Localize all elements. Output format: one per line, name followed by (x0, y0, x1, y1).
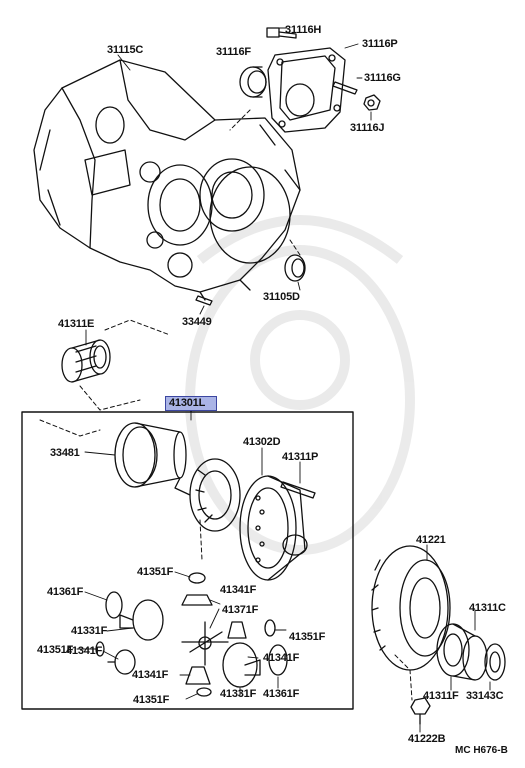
bearing-41311e (61, 339, 111, 383)
pinion-gear-41341f-d (185, 666, 211, 685)
part-label-31116f[interactable]: 31116F (216, 46, 251, 58)
side-gear-41331f-a (119, 599, 164, 641)
part-label-41301l[interactable]: 41301L (169, 397, 206, 409)
part-label-41361f-b[interactable]: 41361F (263, 688, 300, 700)
cover-plate-31116p (267, 47, 346, 133)
part-label-41311c[interactable]: 41311C (469, 602, 506, 614)
part-label-41351f-b[interactable]: 41351F (289, 631, 326, 643)
assembly-box-41301l (21, 411, 354, 710)
bearing-41302d (174, 458, 241, 532)
washer-41351f-b (264, 619, 276, 637)
part-label-41302d[interactable]: 41302D (243, 436, 281, 448)
bolt-41311p (280, 481, 316, 499)
pinion-shaft-41371f (181, 621, 229, 666)
oil-seal-31116f (239, 66, 267, 98)
bearing-41311c (436, 623, 488, 681)
bearing-race-33143c (484, 643, 506, 681)
part-label-41222b[interactable]: 41222B (408, 733, 446, 745)
washer-41351f-d (196, 687, 212, 697)
part-label-41311e[interactable]: 41311E (58, 318, 95, 330)
ring-gear-41221 (371, 545, 451, 671)
part-label-33481[interactable]: 33481 (50, 447, 80, 459)
illustration-code: MC H676-B (455, 745, 508, 756)
pinion-gear-41341f-b (227, 621, 247, 639)
bolt-31116h (266, 27, 297, 39)
pinion-gear-41341f-a (181, 594, 213, 606)
part-label-41351f-a[interactable]: 41351F (137, 566, 174, 578)
part-label-31105d[interactable]: 31105D (263, 291, 300, 303)
highlight-box-41301l (165, 396, 217, 411)
part-label-41351f-c[interactable]: 41351F (37, 644, 74, 656)
watermark-emblem (185, 215, 415, 555)
nut-31116j (363, 94, 381, 111)
part-label-31116j[interactable]: 31116J (350, 122, 385, 134)
part-label-41351f-d[interactable]: 41351F (133, 694, 170, 706)
part-label-41331f-a[interactable]: 41331F (71, 625, 108, 637)
part-label-31116p[interactable]: 31116P (362, 38, 398, 50)
part-label-41341f-d[interactable]: 41341F (132, 669, 169, 681)
thrust-washer-41361f-b (268, 644, 288, 676)
side-gear-41331f-b (222, 642, 261, 688)
part-label-41311p[interactable]: 41311P (282, 451, 319, 463)
part-label-31116g[interactable]: 31116G (364, 72, 401, 84)
part-label-41221[interactable]: 41221 (416, 534, 446, 546)
part-label-31115c[interactable]: 31115C (107, 44, 144, 56)
bolt-41222b (410, 697, 431, 725)
part-label-41341f-b[interactable]: 41341F (263, 652, 300, 664)
part-label-33449[interactable]: 33449 (182, 316, 212, 328)
part-label-41331f-b[interactable]: 41331F (220, 688, 257, 700)
bearing-33481 (114, 422, 187, 488)
pinion-gear-41341f-c (107, 649, 136, 675)
part-label-41371f[interactable]: 41371F (222, 604, 259, 616)
stud-31116g (332, 81, 358, 95)
part-label-41341f-c[interactable]: 41341F (66, 645, 103, 657)
oil-seal-31105d (284, 254, 306, 282)
part-label-31116h[interactable]: 31116H (285, 24, 322, 36)
part-label-41311f[interactable]: 41311F (423, 690, 459, 702)
washer-41351f-a (188, 572, 206, 584)
part-label-33143c[interactable]: 33143C (466, 690, 504, 702)
part-label-41361f-a[interactable]: 41361F (47, 586, 84, 598)
part-label-41341f-a[interactable]: 41341F (220, 584, 257, 596)
pin-33449 (195, 295, 213, 306)
thrust-washer-41361f-a (105, 591, 123, 619)
